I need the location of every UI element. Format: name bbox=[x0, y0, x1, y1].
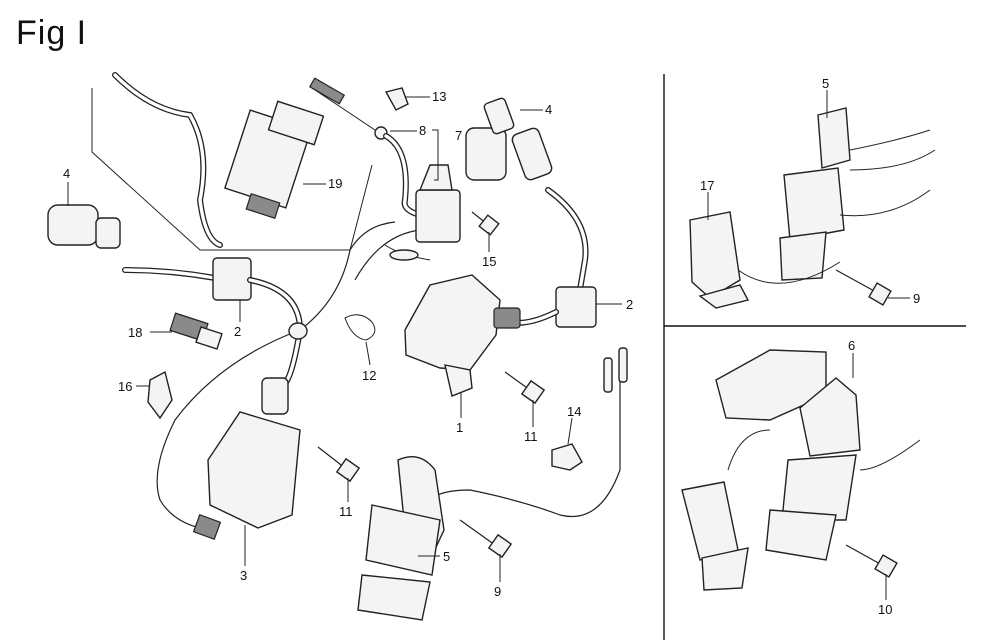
callout-16: 16 bbox=[118, 379, 132, 394]
callout-4-left: 4 bbox=[63, 166, 70, 181]
charge-coil-5 bbox=[357, 456, 445, 621]
callout-3: 3 bbox=[240, 568, 247, 583]
bolt-11-upper bbox=[504, 371, 546, 405]
callout-15: 15 bbox=[482, 254, 496, 269]
clip-16 bbox=[147, 370, 173, 420]
callout-18: 18 bbox=[128, 325, 142, 340]
callout-4-right: 4 bbox=[545, 102, 552, 117]
ignition-coil-upper bbox=[91, 72, 373, 251]
callout-9-alt: 9 bbox=[913, 291, 920, 306]
callout-19: 19 bbox=[328, 176, 342, 191]
callout-7: 7 bbox=[455, 128, 462, 143]
grommet bbox=[288, 322, 308, 340]
bolt-11-lower bbox=[317, 446, 361, 483]
ignition-coil-1 bbox=[404, 274, 521, 397]
callout-5-main: 5 bbox=[443, 549, 450, 564]
wire-clip bbox=[384, 87, 409, 111]
leader-lines bbox=[67, 90, 910, 600]
callout-10: 10 bbox=[878, 602, 892, 617]
callout-11-upper: 11 bbox=[524, 429, 538, 444]
charge-coil-5-alt bbox=[779, 107, 936, 281]
callout-2-left: 2 bbox=[234, 324, 241, 339]
callout-2-right: 2 bbox=[626, 297, 633, 312]
exciter-coil-17 bbox=[689, 211, 841, 309]
callout-1: 1 bbox=[456, 420, 463, 435]
screw-15 bbox=[471, 211, 500, 236]
callout-5-alt: 5 bbox=[822, 76, 829, 91]
callout-14: 14 bbox=[567, 404, 581, 419]
spark-plug-cap-right bbox=[465, 97, 589, 303]
coil-set-6 bbox=[681, 349, 921, 591]
wire-clamp-left bbox=[212, 257, 304, 389]
bolt-9-alt bbox=[835, 269, 892, 306]
callout-9-main: 9 bbox=[494, 584, 501, 599]
callout-13: 13 bbox=[432, 89, 446, 104]
connector-18 bbox=[169, 312, 223, 350]
ignition-control-unit bbox=[308, 77, 461, 261]
bolt-10 bbox=[845, 544, 898, 578]
clip-14 bbox=[551, 443, 583, 471]
callout-6: 6 bbox=[848, 338, 855, 353]
harness-clip-12 bbox=[344, 314, 376, 341]
bolt-9-main bbox=[459, 519, 513, 559]
callout-12: 12 bbox=[362, 368, 376, 383]
spark-plug-cap-left bbox=[47, 204, 218, 281]
callout-17: 17 bbox=[700, 178, 714, 193]
figure-title: Fig I bbox=[16, 14, 88, 52]
callout-11-lower: 11 bbox=[339, 504, 353, 519]
callout-8: 8 bbox=[419, 123, 426, 138]
ignition-coil-3 bbox=[192, 377, 301, 540]
